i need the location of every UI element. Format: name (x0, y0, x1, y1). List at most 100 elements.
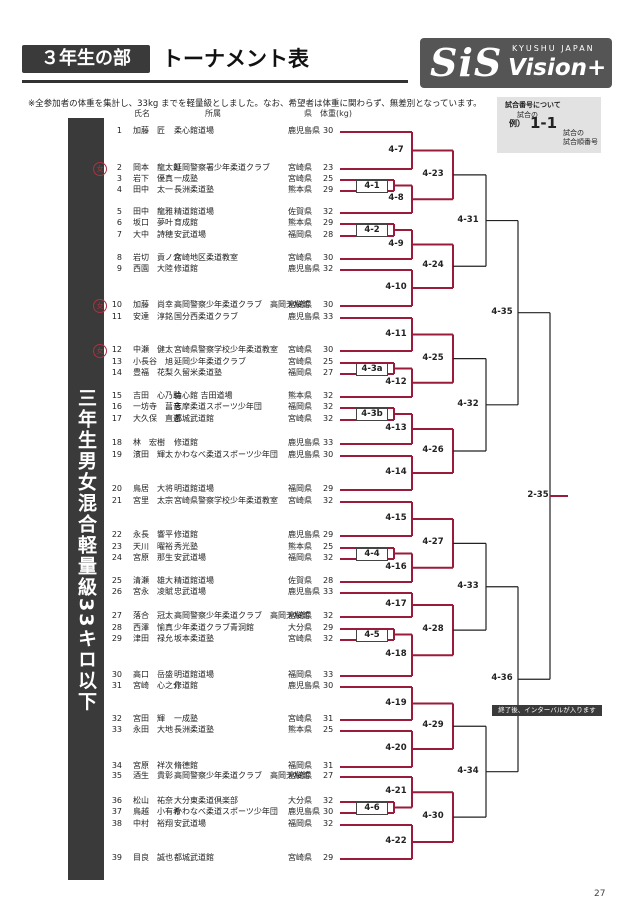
entry-club: 都城武道館 (174, 414, 214, 423)
entry-number: 15 (111, 391, 122, 400)
entry-club: 育成館 (174, 218, 198, 227)
entry-club: 倫心館 吉田道場 (174, 391, 233, 400)
entry-prefecture: 佐賀県 (288, 207, 312, 216)
entry-club: 一成塾 (174, 174, 198, 183)
entry-prefecture: 鹿児島県 (288, 264, 320, 273)
entry-name: 小長谷 旭 (133, 357, 173, 366)
entry-number: 2 (116, 163, 122, 172)
legend-example-code: 1-1 (530, 114, 558, 132)
entry-club: 安武道場 (174, 553, 206, 562)
entry-weight: 25 (323, 725, 334, 734)
entry-number: 3 (116, 174, 122, 183)
entry-prefecture: 鹿児島県 (288, 587, 320, 596)
entry-number: 37 (111, 807, 122, 816)
entry-club: 延岡警察署少年柔道クラブ (174, 163, 270, 172)
entry-weight: 25 (323, 174, 334, 183)
legend-round-label: 試合の (517, 111, 538, 119)
entry-prefecture: 福岡県 (288, 819, 312, 828)
match-label: 4-2 (356, 224, 388, 237)
entry-number: 21 (111, 496, 122, 505)
entry-prefecture: 鹿児島県 (288, 450, 320, 459)
match-label: 4-34 (457, 765, 479, 776)
entry-weight: 30 (323, 253, 334, 262)
entry-club: かわなべ柔道スポーツ少年団 (174, 450, 278, 459)
entry-name: 林 宏樹 (133, 438, 165, 447)
female-mark-icon: 女 (93, 162, 107, 176)
entry-name: 安達 淳銘 (133, 312, 173, 321)
entry-prefecture: 宮崎県 (288, 771, 312, 780)
match-label: 4-13 (385, 423, 407, 433)
entry-number: 18 (111, 438, 122, 447)
entry-weight: 33 (323, 587, 334, 596)
entry-name: 松山 祐奈 (133, 796, 173, 805)
entry-prefecture: 宮崎県 (288, 357, 312, 366)
header-rule (22, 80, 408, 83)
entry-club: 安武道場 (174, 230, 206, 239)
entry-prefecture: 大分県 (288, 796, 312, 805)
entry-prefecture: 宮崎県 (288, 714, 312, 723)
entry-number: 10 (111, 300, 122, 309)
entry-weight: 33 (323, 312, 334, 321)
entry-weight: 27 (323, 368, 334, 377)
entry-number: 35 (111, 771, 122, 780)
entry-club: 忠武道場 (174, 587, 206, 596)
entry-weight: 29 (323, 484, 334, 493)
legend-title: 試合番号について (505, 101, 561, 109)
entry-number: 27 (111, 611, 122, 620)
entry-prefecture: 熊本県 (288, 725, 312, 734)
match-label: 4-16 (385, 561, 407, 572)
entry-name: 宮崎 心之介 (133, 681, 181, 690)
logo-sub: Vision+ (508, 55, 607, 81)
entry-number: 32 (111, 714, 122, 723)
weight-note: ※全参加者の体重を集計し、33kg までを軽量級としました。なお、希望者は体重に… (28, 99, 482, 109)
match-label: 4-9 (388, 238, 404, 249)
entry-club: 久留米柔道塾 (174, 368, 222, 377)
entry-prefecture: 佐賀県 (288, 576, 312, 585)
entry-number: 12 (111, 345, 122, 354)
entry-name: 大中 詩穂 (133, 230, 173, 239)
entry-number: 25 (111, 576, 122, 585)
entry-number: 31 (111, 681, 122, 690)
entry-prefecture: 鹿児島県 (288, 438, 320, 447)
entry-prefecture: 宮崎県 (288, 253, 312, 262)
entry-club: 大分東柔道倶楽部 (174, 796, 238, 805)
match-label: 4-24 (422, 260, 444, 271)
entry-club: 秀光塾 (174, 542, 198, 551)
interval-note: 終了後、インターバルが入ります (492, 705, 602, 716)
entry-name: 岡本 龍太郎 (133, 163, 181, 172)
page-title: トーナメント表 (162, 47, 309, 71)
entry-club: 精道館道場 (174, 576, 214, 585)
match-label: 4-23 (422, 168, 444, 179)
entry-club: 柔心館道場 (174, 126, 214, 135)
match-label: 4-19 (385, 697, 407, 708)
entry-number: 36 (111, 796, 122, 805)
entry-name: 鳥越 小有希 (133, 807, 181, 816)
entry-name: 岩下 優真 (133, 174, 173, 183)
entry-number: 22 (111, 530, 122, 539)
match-label: 4-20 (385, 743, 407, 753)
entry-number: 16 (111, 402, 122, 411)
entry-weight: 29 (323, 218, 334, 227)
entry-number: 11 (111, 312, 122, 321)
entry-weight: 23 (323, 163, 334, 172)
entry-club: 安武道場 (174, 819, 206, 828)
entry-prefecture: 熊本県 (288, 185, 312, 194)
entry-club: 長洲柔道塾 (174, 725, 214, 734)
col-head-pref-weight: 県 体重(kg) (304, 109, 352, 118)
entry-name: 吉田 心乃助 (133, 391, 181, 400)
entry-number: 34 (111, 761, 122, 770)
entry-name: 宮里 太宗 (133, 496, 173, 505)
entry-prefecture: 福岡県 (288, 402, 312, 411)
